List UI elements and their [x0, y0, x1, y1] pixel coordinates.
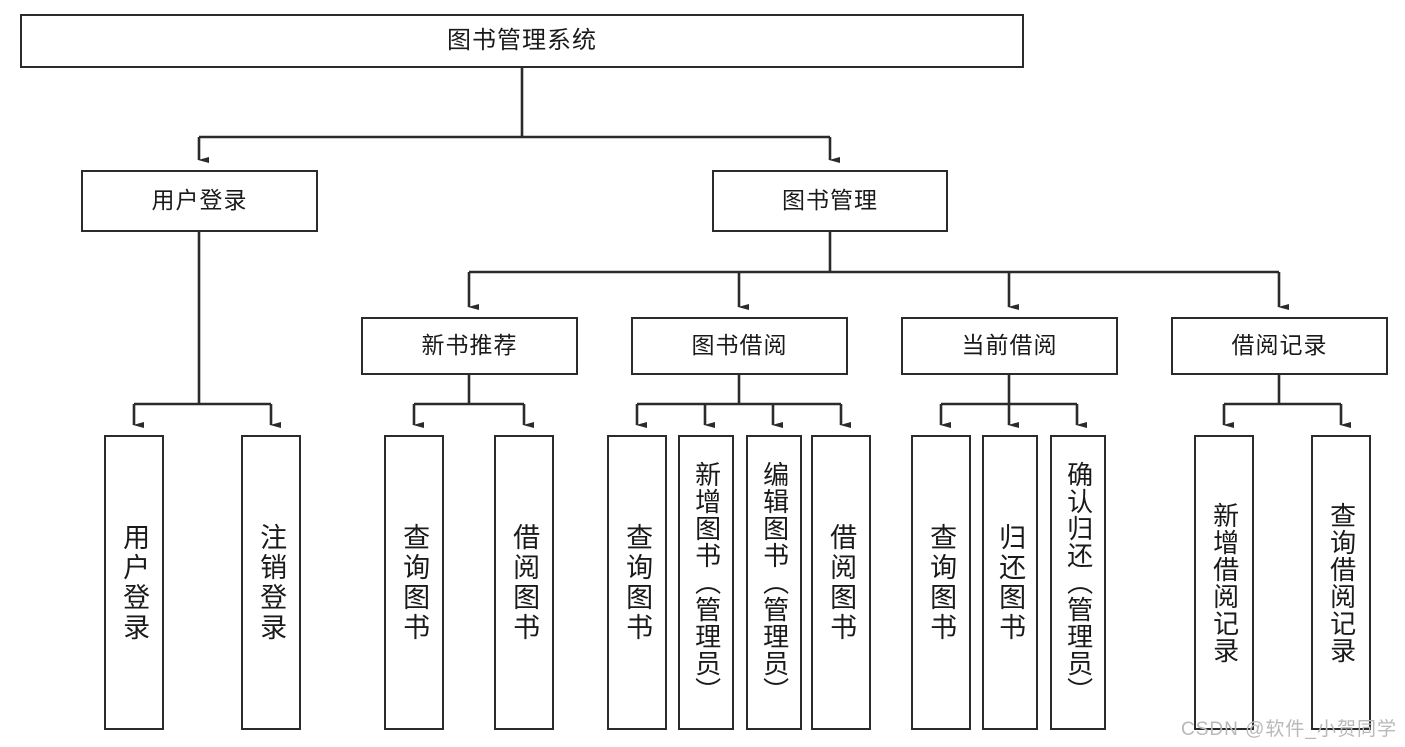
watermark: CSDN @软件_小贺同学 — [1181, 719, 1397, 740]
node-leaf-return-book-label: 归还图书 — [995, 522, 1026, 643]
node-leaf-logout-label: 注销登录 — [256, 522, 287, 643]
node-new-book-recommend[interactable]: 新书推荐 — [361, 317, 578, 375]
node-leaf-query-book-1-label: 查询图书 — [399, 522, 430, 643]
node-leaf-query-book-3[interactable]: 查询图书 — [911, 435, 971, 730]
node-borrow-record[interactable]: 借阅记录 — [1171, 317, 1388, 375]
node-leaf-logout[interactable]: 注销登录 — [241, 435, 301, 730]
node-leaf-add-record[interactable]: 新增借阅记录 — [1194, 435, 1254, 730]
node-user-login[interactable]: 用户登录 — [81, 170, 318, 232]
node-leaf-query-record-label: 查询借阅记录 — [1326, 501, 1357, 664]
node-leaf-user-login[interactable]: 用户登录 — [104, 435, 164, 730]
node-root-label: 图书管理系统 — [447, 26, 597, 54]
node-borrow-record-label: 借阅记录 — [1231, 332, 1328, 359]
node-leaf-add-book[interactable]: 新增图书（管理员） — [678, 435, 734, 730]
node-leaf-edit-book[interactable]: 编辑图书（管理员） — [746, 435, 802, 730]
node-current-borrow[interactable]: 当前借阅 — [901, 317, 1118, 375]
node-book-manage-label: 图书管理 — [782, 187, 878, 214]
node-leaf-edit-book-label: 编辑图书（管理员） — [759, 461, 790, 704]
node-book-borrow[interactable]: 图书借阅 — [631, 317, 848, 375]
node-leaf-borrow-book-2-label: 借阅图书 — [826, 522, 857, 643]
node-leaf-borrow-book-2[interactable]: 借阅图书 — [811, 435, 871, 730]
node-user-login-label: 用户登录 — [151, 187, 248, 214]
node-book-manage[interactable]: 图书管理 — [712, 170, 948, 232]
node-root[interactable]: 图书管理系统 — [20, 14, 1024, 68]
node-leaf-query-book-2[interactable]: 查询图书 — [607, 435, 667, 730]
node-leaf-confirm-return-label: 确认归还（管理员） — [1063, 461, 1094, 704]
node-leaf-query-book-1[interactable]: 查询图书 — [384, 435, 444, 730]
node-leaf-borrow-book-1-label: 借阅图书 — [509, 522, 540, 643]
node-leaf-query-book-3-label: 查询图书 — [926, 522, 957, 643]
node-leaf-add-record-label: 新增借阅记录 — [1209, 501, 1240, 664]
node-leaf-user-login-label: 用户登录 — [119, 522, 150, 643]
node-new-book-recommend-label: 新书推荐 — [421, 332, 518, 359]
node-leaf-return-book[interactable]: 归还图书 — [982, 435, 1038, 730]
node-leaf-query-book-2-label: 查询图书 — [622, 522, 653, 643]
node-leaf-borrow-book-1[interactable]: 借阅图书 — [494, 435, 554, 730]
node-book-borrow-label: 图书借阅 — [691, 332, 788, 359]
node-leaf-add-book-label: 新增图书（管理员） — [691, 461, 722, 704]
node-current-borrow-label: 当前借阅 — [961, 332, 1058, 359]
node-leaf-query-record[interactable]: 查询借阅记录 — [1311, 435, 1371, 730]
node-leaf-confirm-return[interactable]: 确认归还（管理员） — [1050, 435, 1106, 730]
